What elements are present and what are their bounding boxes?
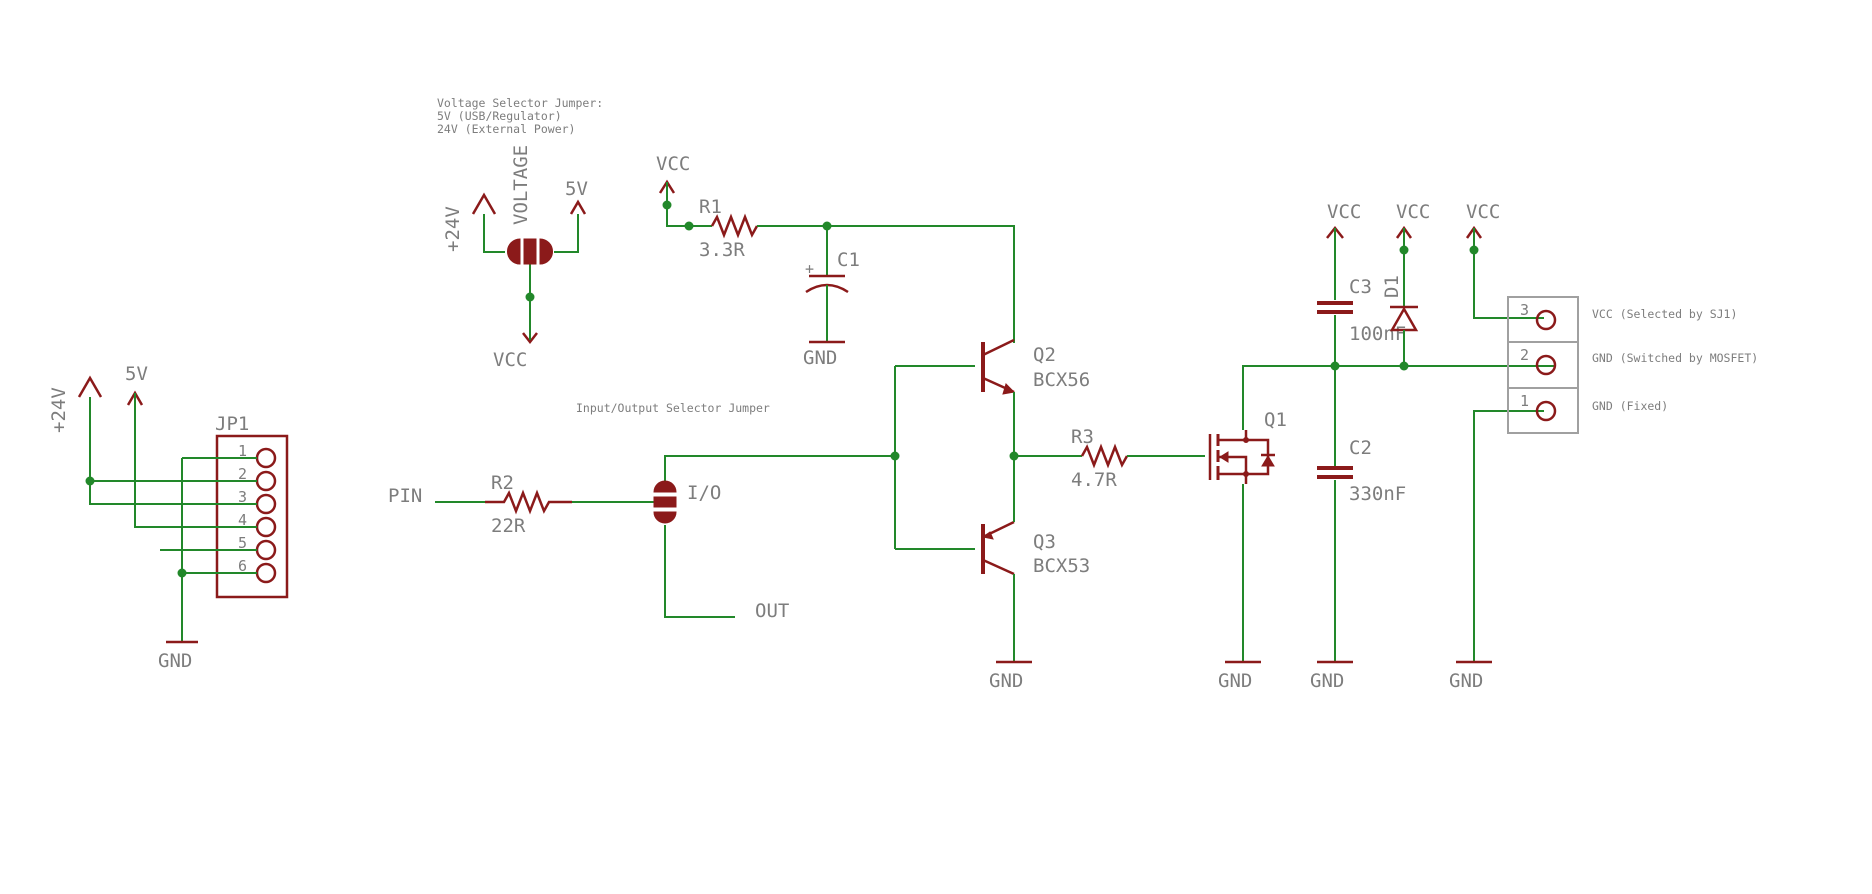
voltage-jumper-vcc-out: VCC	[493, 320, 538, 371]
pin-label: PIN	[388, 485, 422, 507]
c2-value: 330nF	[1349, 483, 1406, 505]
r1-label: R1	[699, 196, 722, 218]
r2-value: 22R	[491, 515, 526, 537]
d1-label: D1	[1381, 275, 1403, 298]
diode-d1: D1	[1381, 250, 1419, 366]
r3-label: R3	[1071, 426, 1094, 448]
capacitor-c1: + C1	[805, 226, 860, 342]
c1-plus-sign: +	[805, 260, 814, 278]
voltage-jumper: VOLTAGE	[483, 145, 579, 320]
resistor-r1: R1 3.3R	[699, 196, 778, 261]
q2-value: BCX56	[1033, 369, 1090, 391]
jp1-24v-label: +24V	[48, 387, 70, 433]
resistor-r3: R3 4.7R	[1014, 426, 1205, 491]
mosfet-q1: Q1	[1208, 409, 1287, 484]
c1-label: C1	[837, 249, 860, 271]
out-label: OUT	[755, 600, 789, 622]
conn-pin-3-label: 3	[1520, 301, 1529, 319]
voltage-jumper-24v-label: +24V	[442, 206, 464, 252]
gnd-label-q3: GND	[989, 670, 1023, 692]
vcc-label-c3: VCC	[1327, 201, 1361, 223]
gnd-q1: GND	[1218, 660, 1261, 692]
c2-label: C2	[1349, 437, 1372, 459]
gnd-q3: GND	[989, 660, 1032, 692]
r1-output-wire	[778, 225, 1015, 343]
conn-pin-1-label: 1	[1520, 392, 1529, 410]
q1-label: Q1	[1264, 409, 1287, 431]
jp1-connector: JP1 1 2 3 4 5 6	[215, 413, 289, 599]
jp1-pin-6-label: 6	[238, 557, 247, 575]
gnd-c1: GND	[803, 340, 845, 369]
transistor-q2: Q2 BCX56	[981, 338, 1090, 456]
c3-label: C3	[1349, 276, 1372, 298]
c3-value: 100nF	[1349, 323, 1406, 345]
voltage-jumper-5v-supply: 5V	[565, 178, 588, 215]
jp1-gnd-label: GND	[158, 650, 192, 672]
voltage-selector-note-line1: Voltage Selector Jumper:	[437, 96, 603, 110]
gnd-label-c2: GND	[1310, 670, 1344, 692]
vcc-supply-d1: VCC	[1395, 201, 1430, 255]
jp1-label: JP1	[215, 413, 249, 435]
transistor-q3: Q3 BCX53	[981, 456, 1090, 662]
io-jumper-label: I/O	[687, 482, 721, 504]
vcc-supply-r1: VCC	[656, 153, 690, 210]
base-wires	[894, 365, 975, 550]
capacitor-c2: C2 330nF	[1317, 437, 1406, 662]
vcc-label-conn: VCC	[1466, 201, 1500, 223]
conn-pin-2-label: 2	[1520, 346, 1529, 364]
output-connector-body	[1507, 296, 1579, 434]
voltage-jumper-label: VOLTAGE	[510, 145, 532, 225]
r2-label: R2	[491, 472, 514, 494]
q3-label: Q3	[1033, 531, 1056, 553]
jp1-supply-24v: +24V	[48, 375, 103, 433]
q2-label: Q2	[1033, 344, 1056, 366]
jp1-gnd-symbol: GND	[158, 640, 198, 672]
jp1-supply-5v: 5V	[125, 363, 148, 406]
io-jumper: I/O	[653, 455, 895, 618]
r1-value: 3.3R	[699, 239, 745, 261]
jp1-wires	[85, 397, 257, 642]
vcc-supply-conn: VCC	[1465, 201, 1500, 255]
jp1-pin-1-label: 1	[238, 442, 247, 460]
gnd-c2: GND	[1310, 660, 1353, 692]
gnd-label-conn: GND	[1449, 670, 1483, 692]
jp1-pin-4-label: 4	[238, 511, 247, 529]
jp1-body	[215, 434, 289, 599]
conn-pin1-note: GND (Fixed)	[1592, 399, 1668, 413]
vcc-label-r1: VCC	[656, 153, 690, 175]
r3-value: 4.7R	[1071, 469, 1117, 491]
conn-pin3-wire	[1473, 250, 1544, 319]
voltage-jumper-vcc-label: VCC	[493, 349, 527, 371]
voltage-jumper-5v-label: 5V	[565, 178, 588, 200]
jp1-pin-circles	[255, 447, 277, 584]
voltage-selector-note-line3: 24V (External Power)	[437, 122, 575, 136]
jp1-5v-label: 5V	[125, 363, 148, 385]
conn-pin2-note: GND (Switched by MOSFET)	[1592, 351, 1758, 365]
conn-pin3-note: VCC (Selected by SJ1)	[1592, 307, 1737, 321]
vcc-label-d1: VCC	[1396, 201, 1430, 223]
r1-input-wire	[666, 205, 712, 227]
jp1-pin-5-label: 5	[238, 534, 247, 552]
conn-pin1-wire	[1473, 410, 1544, 662]
output-connector: 3 2 1	[1507, 296, 1579, 434]
voltage-selector-note: Voltage Selector Jumper: 5V (USB/Regulat…	[437, 96, 603, 136]
capacitor-c3: C3 100nF	[1317, 228, 1406, 468]
gnd-label-q1: GND	[1218, 670, 1252, 692]
vcc-supply-c3: VCC	[1326, 201, 1361, 239]
gnd-conn: GND	[1449, 660, 1492, 692]
q1-drain-wire	[1242, 365, 1554, 430]
gnd-label-c1: GND	[803, 347, 837, 369]
jp1-pin-2-label: 2	[238, 465, 247, 483]
voltage-jumper-24v-supply: +24V	[442, 192, 497, 252]
jp1-pin-3-label: 3	[238, 488, 247, 506]
voltage-selector-note-line2: 5V (USB/Regulator)	[437, 109, 562, 123]
io-selector-note: Input/Output Selector Jumper	[576, 401, 770, 415]
resistor-r2: R2 22R	[485, 472, 572, 537]
q3-value: BCX53	[1033, 555, 1090, 577]
